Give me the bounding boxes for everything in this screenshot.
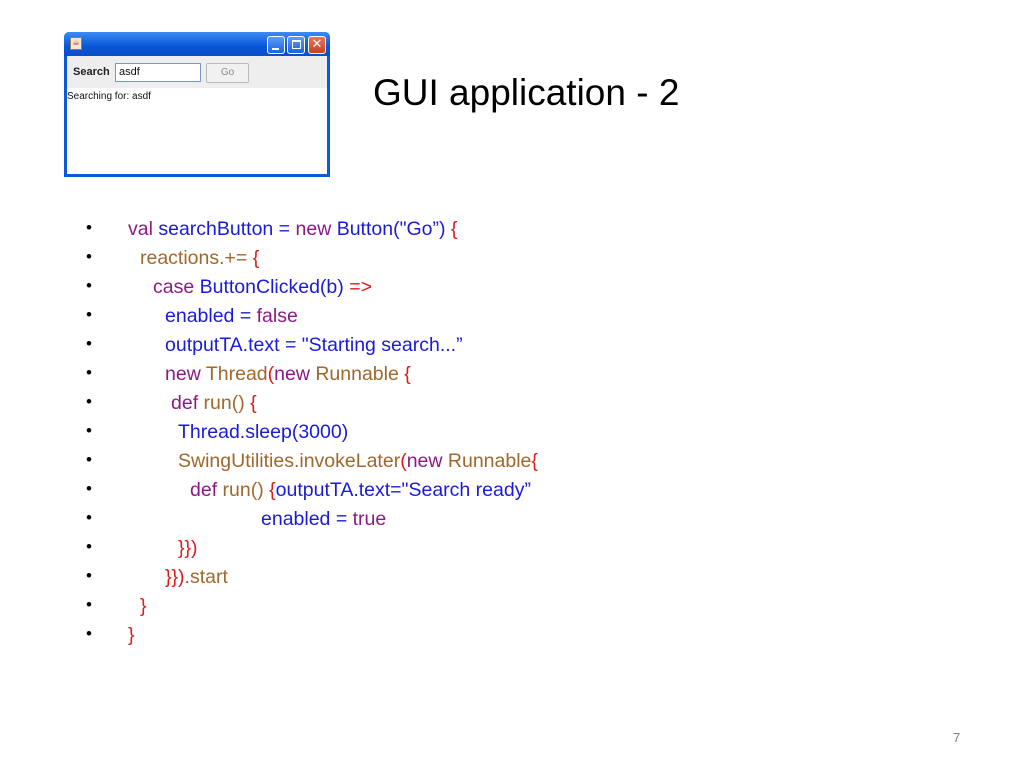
code-line: • enabled = false	[0, 305, 1024, 334]
bullet-marker: •	[86, 624, 92, 643]
code-line: • Thread.sleep(3000)	[0, 421, 1024, 450]
maximize-icon[interactable]	[287, 36, 305, 54]
code-token: enabled =	[261, 508, 353, 530]
code-token: outputTA.text="Search ready”	[275, 479, 531, 501]
bullet-marker: •	[86, 537, 92, 556]
code-line: •}})	[0, 537, 1024, 566]
code-token: new	[295, 218, 337, 240]
window-body: Search asdf Go Searching for: asdf	[67, 56, 327, 174]
code-line: • def run() {outputTA.text="Search ready”	[0, 479, 1024, 508]
bullet-marker: •	[86, 305, 92, 324]
code-token: }	[128, 624, 135, 646]
search-toolbar: Search asdf Go	[67, 56, 327, 88]
bullet-marker: •	[86, 218, 92, 237]
code-token: =>	[349, 276, 372, 298]
code-token: SwingUtilities.invokeLater	[178, 450, 401, 472]
bullet-marker: •	[86, 566, 92, 585]
bullet-marker: •	[86, 479, 92, 498]
code-text: val searchButton = new Button("Go”) {	[128, 218, 457, 241]
search-label: Search	[73, 66, 110, 78]
code-text: new Thread(new Runnable {	[165, 363, 411, 386]
code-text: case ButtonClicked(b) =>	[153, 276, 372, 299]
code-token: {	[404, 363, 411, 385]
bullet-marker: •	[86, 334, 92, 353]
bullet-marker: •	[86, 421, 92, 440]
code-line: • case ButtonClicked(b) =>	[0, 276, 1024, 305]
code-token: {	[531, 450, 538, 472]
code-line: • reactions.+= {	[0, 247, 1024, 276]
code-line: • SwingUtilities.invokeLater(new Runnable…	[0, 450, 1024, 479]
code-line: •}	[0, 624, 1024, 653]
code-text: }	[128, 624, 135, 647]
code-token: new	[165, 363, 206, 385]
code-text: SwingUtilities.invokeLater(new Runnable{	[178, 450, 538, 473]
bullet-marker: •	[86, 392, 92, 411]
code-token: def	[190, 479, 223, 501]
code-token: Button("Go”)	[336, 218, 451, 240]
code-text: Thread.sleep(3000)	[178, 421, 348, 444]
code-line: • val searchButton = new Button("Go”) {	[0, 218, 1024, 247]
java-icon: ☕	[70, 37, 82, 50]
slide-title: GUI application - 2	[373, 72, 680, 113]
code-token: run()	[203, 392, 251, 414]
code-line: • enabled = true	[0, 508, 1024, 537]
code-token: }})	[165, 566, 185, 588]
code-token: .start	[184, 566, 228, 588]
code-token: def	[171, 392, 204, 414]
bullet-marker: •	[86, 276, 92, 295]
code-token: Runnable	[447, 450, 532, 472]
code-token: {	[450, 218, 458, 240]
bullet-marker: •	[86, 595, 92, 614]
code-token: Thread	[205, 363, 268, 385]
code-text: }})	[178, 537, 198, 560]
close-icon[interactable]: ✕	[308, 36, 326, 54]
search-input[interactable]: asdf	[115, 63, 201, 82]
bullet-marker: •	[86, 247, 92, 266]
code-token: new	[274, 363, 316, 385]
go-button[interactable]: Go	[206, 63, 249, 83]
code-text: def run() {	[171, 392, 257, 415]
code-token: (	[267, 363, 275, 385]
code-text: enabled = true	[261, 508, 386, 531]
code-token: val	[128, 218, 159, 240]
code-token: run()	[222, 479, 270, 501]
bullet-marker: •	[86, 363, 92, 382]
code-token: }	[140, 595, 147, 617]
code-token: case	[153, 276, 200, 298]
code-token: {	[269, 479, 276, 501]
code-token: enabled =	[165, 305, 257, 327]
code-line: • def run() {	[0, 392, 1024, 421]
output-text-area: Searching for: asdf	[67, 91, 151, 102]
code-token: Thread.sleep(3000)	[178, 421, 349, 443]
bullet-marker: •	[86, 508, 92, 527]
code-text: enabled = false	[165, 305, 298, 328]
code-text: }	[140, 595, 147, 618]
code-token: {	[250, 392, 257, 414]
code-token: ButtonClicked(b)	[199, 276, 350, 298]
code-text: }}).start	[165, 566, 228, 589]
code-token: reactions.+=	[140, 247, 253, 269]
code-line: •new Thread(new Runnable {	[0, 363, 1024, 392]
code-token: (	[400, 450, 407, 472]
window-titlebar: ☕ ✕	[64, 32, 330, 56]
code-text: outputTA.text = "Starting search...”	[165, 334, 463, 357]
gui-window-screenshot: ☕ ✕ Search asdf Go Searching for: asdf	[64, 32, 330, 177]
code-line: •}}).start	[0, 566, 1024, 595]
code-text: def run() {outputTA.text="Search ready”	[190, 479, 531, 502]
code-token: new	[406, 450, 448, 472]
code-token: outputTA.text = "Starting search...”	[165, 334, 463, 356]
code-token: }})	[178, 537, 198, 559]
code-token: {	[252, 247, 260, 269]
bullet-marker: •	[86, 450, 92, 469]
code-token: Runnable	[315, 363, 405, 385]
page-number: 7	[953, 730, 961, 745]
code-token: true	[352, 508, 387, 530]
code-token: false	[256, 305, 298, 327]
minimize-icon[interactable]	[267, 36, 285, 54]
code-token: searchButton =	[158, 218, 296, 240]
code-line: •}	[0, 595, 1024, 624]
code-line: • outputTA.text = "Starting search...”	[0, 334, 1024, 363]
code-text: reactions.+= {	[140, 247, 259, 270]
